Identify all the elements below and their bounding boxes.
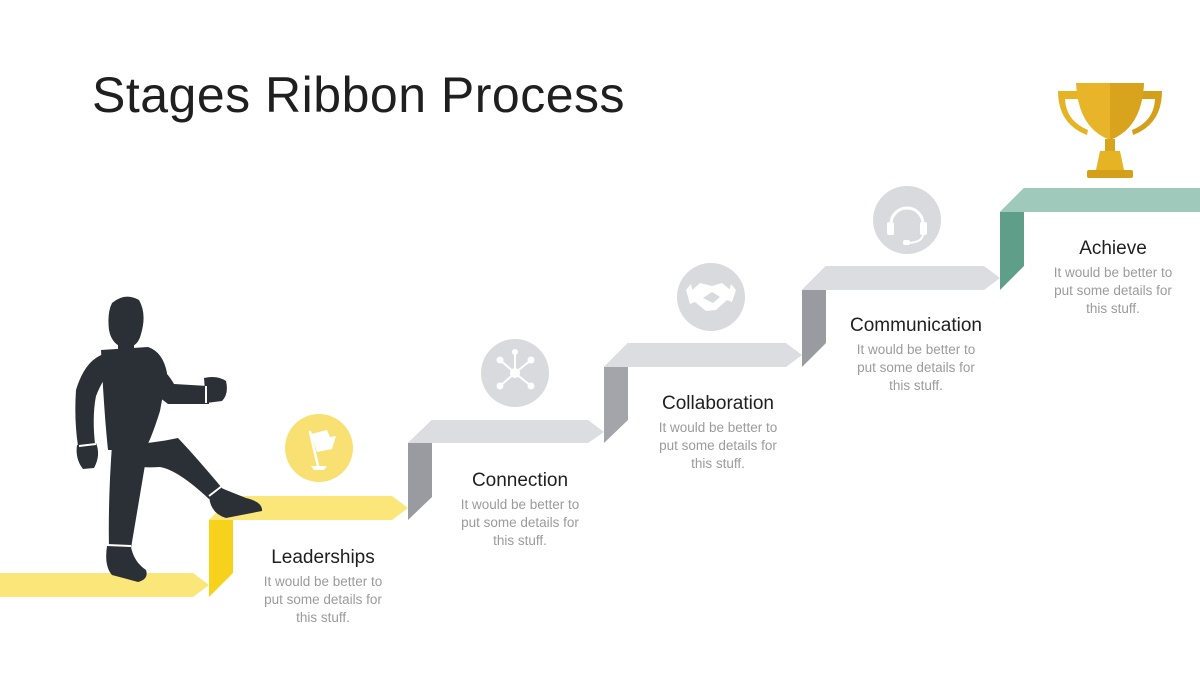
ribbon-tread-1 [209,496,408,520]
headset-icon [873,186,941,254]
stage-achieve: Achieve It would be better to put some d… [1023,238,1200,318]
figure-details [78,386,223,547]
stage-leaderships: Leaderships It would be better to put so… [233,547,413,627]
stage-communication: Communication It would be better to put … [826,315,1006,395]
stage-description-line: It would be better to [856,342,976,357]
ribbon-tread-4 [802,266,1000,290]
ribbon-tread-5 [1000,188,1200,212]
stage-description-line: put some details for [659,438,777,453]
stage-description-line: put some details for [857,360,975,375]
stage-description-line: It would be better to [263,574,383,589]
trophy-icon [1058,83,1162,178]
stage-title: Achieve [1079,238,1147,259]
ribbon-base-run [0,573,209,597]
stage-description-line: put some details for [1054,283,1172,298]
stage-title: Leaderships [271,547,375,568]
ribbon-riser-1 [209,496,233,597]
stage-description-line: this stuff. [1086,301,1140,316]
page-title: Stages Ribbon Process [92,67,626,123]
ribbon-riser-5 [1000,188,1024,290]
stage-description-line: It would be better to [460,497,580,512]
network-icon [481,339,549,407]
stage-description-line: It would be better to [1053,265,1173,280]
ribbon-riser-2 [408,420,432,520]
stage-description-line: this stuff. [691,456,745,471]
figure-silhouette [75,296,263,582]
stage-title: Communication [850,315,982,336]
stage-description-line: this stuff. [296,610,350,625]
flag-icon [285,414,353,482]
stage-title: Connection [471,470,569,491]
stage-description-line: put some details for [461,515,579,530]
stage-collaboration: Collaboration It would be better to put … [628,393,808,473]
ribbon-riser-3 [604,343,628,443]
ribbon-tread-2 [408,420,604,443]
stage-description-line: It would be better to [658,420,778,435]
stage-description-line: this stuff. [493,533,547,548]
handshake-icon [677,263,745,331]
stage-connection: Connection It would be better to put som… [430,470,610,550]
stage-description-line: put some details for [264,592,382,607]
ribbon-tread-3 [604,343,802,367]
ribbon-riser-4 [802,266,826,367]
stage-description-line: this stuff. [889,378,943,393]
stage-title: Collaboration [662,393,774,414]
